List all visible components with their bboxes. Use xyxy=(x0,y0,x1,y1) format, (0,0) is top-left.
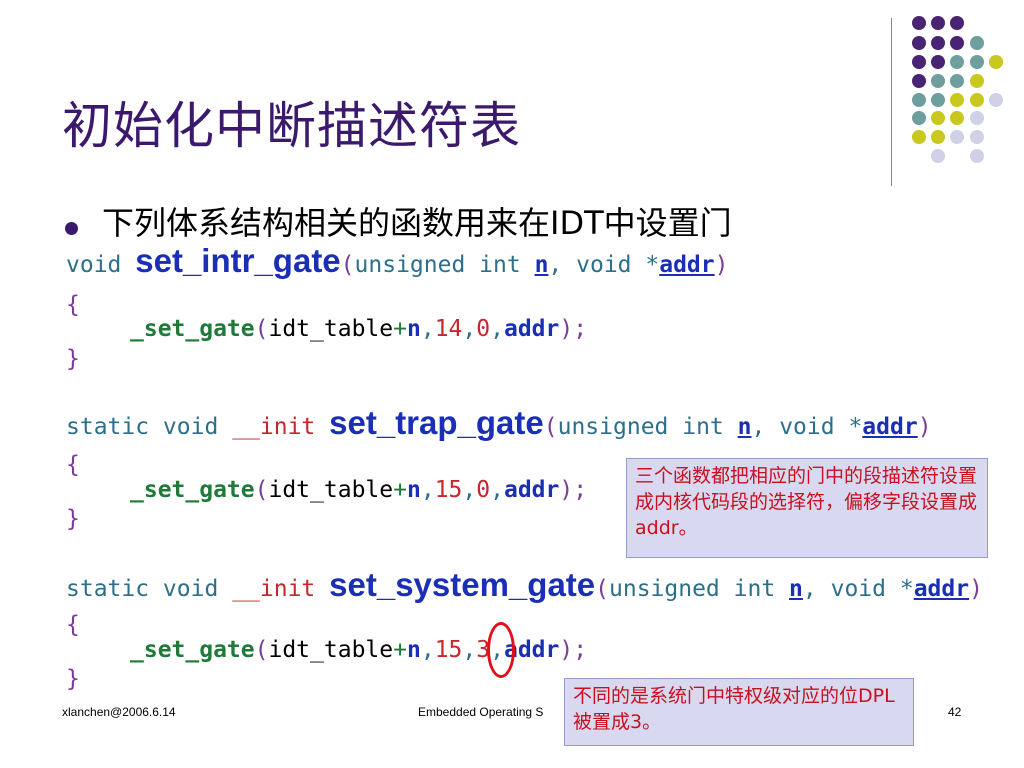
decorative-dot xyxy=(931,149,945,163)
code-brace-close-1: } xyxy=(66,346,80,372)
bullet-dot-icon xyxy=(65,222,78,235)
decorative-dot xyxy=(970,74,984,88)
code-brace-close-3: } xyxy=(66,666,80,692)
decorative-dot xyxy=(912,111,926,125)
code-brace-open-2: { xyxy=(66,452,80,478)
function-name-system: set_system_gate xyxy=(329,566,596,603)
code-line-intr-signature: void set_intr_gate(unsigned int n, void … xyxy=(66,242,729,279)
decorative-dot xyxy=(912,55,926,69)
code-brace-close-2: } xyxy=(66,506,80,532)
decorative-dot xyxy=(950,93,964,107)
code-line-system-signature: static void __init set_system_gate(unsig… xyxy=(66,566,983,603)
decorative-dot xyxy=(989,93,1003,107)
decorative-dot xyxy=(970,93,984,107)
decorative-dot xyxy=(950,36,964,50)
decorative-dot-grid xyxy=(912,16,1003,163)
decorative-dot xyxy=(950,74,964,88)
decorative-dot xyxy=(950,16,964,30)
decorative-dot xyxy=(970,130,984,144)
decorative-dot xyxy=(931,36,945,50)
decorative-dot xyxy=(931,93,945,107)
decorative-dot xyxy=(970,149,984,163)
decorative-dot xyxy=(912,130,926,144)
decorative-dot xyxy=(970,55,984,69)
title-divider-line xyxy=(891,18,892,186)
highlight-circle-dpl xyxy=(487,622,515,678)
function-name-intr: set_intr_gate xyxy=(135,242,341,279)
footer-course: Embedded Operating S xyxy=(418,705,544,719)
code-line-trap-signature: static void __init set_trap_gate(unsigne… xyxy=(66,404,932,441)
code-line-trap-body: _set_gate(idt_table+n,15,0,addr); xyxy=(130,477,588,503)
decorative-dot xyxy=(950,55,964,69)
code-line-intr-body: _set_gate(idt_table+n,14,0,addr); xyxy=(130,316,588,342)
page-title: 初始化中断描述符表 xyxy=(62,97,521,155)
decorative-dot xyxy=(931,16,945,30)
decorative-dot xyxy=(970,111,984,125)
code-brace-open-3: { xyxy=(66,612,80,638)
function-name-trap: set_trap_gate xyxy=(329,404,544,441)
footer-author: xlanchen@2006.6.14 xyxy=(62,705,176,719)
decorative-dot xyxy=(989,55,1003,69)
decorative-dot xyxy=(931,130,945,144)
bullet-text: 下列体系结构相关的函数用来在IDT中设置门 xyxy=(102,204,732,242)
decorative-dot xyxy=(931,55,945,69)
decorative-dot xyxy=(931,111,945,125)
note-box-segment: 三个函数都把相应的门中的段描述符设置成内核代码段的选择符，偏移字段设置成addr… xyxy=(626,458,988,558)
decorative-dot xyxy=(912,74,926,88)
footer-page-number: 42 xyxy=(948,705,962,719)
decorative-dot xyxy=(912,93,926,107)
decorative-dot xyxy=(912,16,926,30)
decorative-dot xyxy=(912,36,926,50)
decorative-dot xyxy=(950,130,964,144)
decorative-dot xyxy=(931,74,945,88)
note-box-dpl: 不同的是系统门中特权级对应的位DPL被置成3。 xyxy=(564,678,914,746)
code-line-system-body: _set_gate(idt_table+n,15,3,addr); xyxy=(130,637,588,663)
decorative-dot xyxy=(970,36,984,50)
code-brace-open-1: { xyxy=(66,292,80,318)
decorative-dot xyxy=(950,111,964,125)
